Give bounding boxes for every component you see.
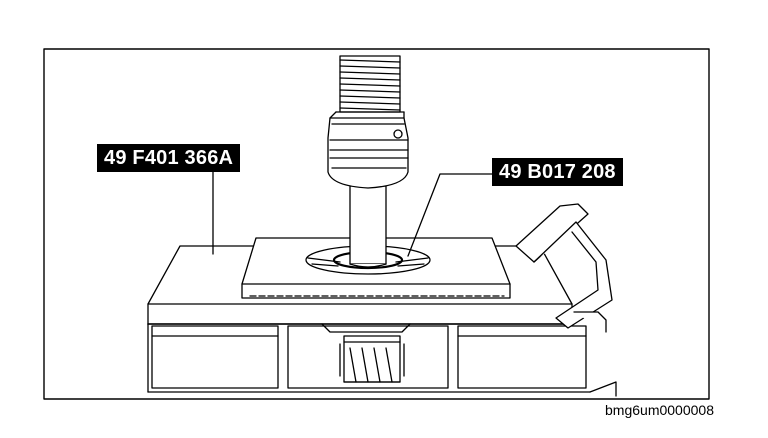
figure-code: bmg6um0000008 (605, 402, 714, 418)
side-lever (515, 203, 613, 333)
threaded-rod (329, 55, 405, 119)
gear-shaft (321, 323, 411, 383)
press-shaft (349, 185, 387, 268)
leader-line-2 (407, 173, 493, 257)
press-collar (327, 117, 409, 189)
part-callout-base-plate: 49 F401 366A (97, 144, 241, 172)
part-callout-upper-plate: 49 B017 208 (492, 158, 623, 186)
